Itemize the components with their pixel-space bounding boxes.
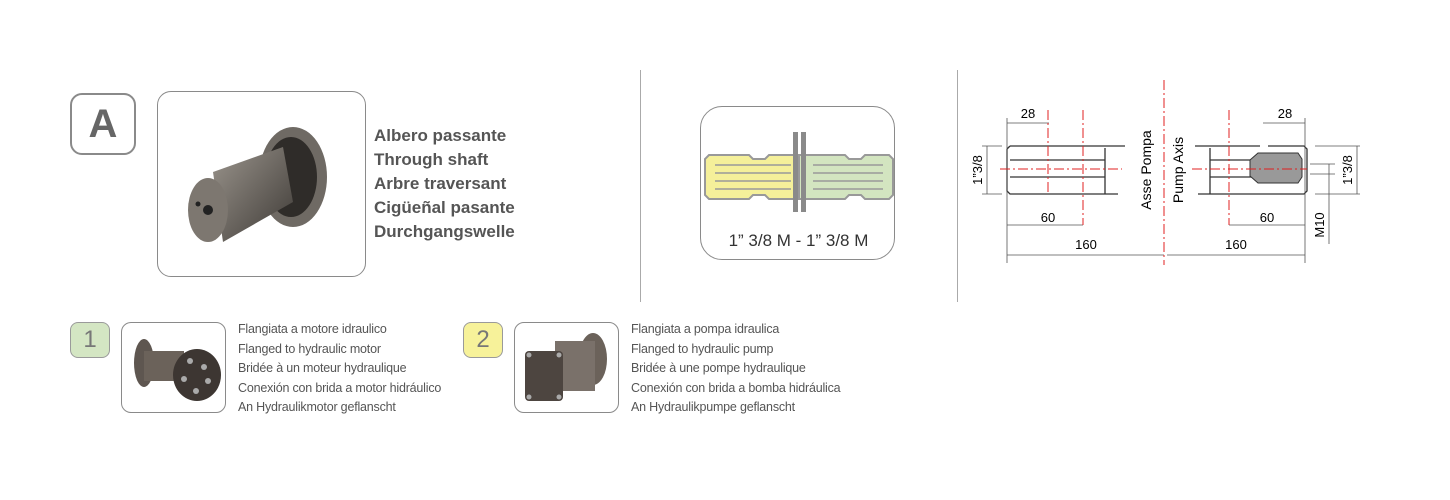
pump-photo	[514, 322, 619, 413]
title-fr: Arbre traversant	[374, 174, 507, 193]
title-es: Cigüeñal pasante	[374, 198, 515, 217]
dim-60-right: 60	[1260, 210, 1274, 225]
option-2-line: Bridée à une pompe hydraulique	[631, 361, 806, 375]
option-2-line: An Hydraulikpumpe geflanscht	[631, 400, 795, 414]
divider	[640, 70, 641, 302]
title-de: Durchgangswelle	[374, 222, 515, 241]
option-1-line: Flanged to hydraulic motor	[238, 341, 381, 356]
dim-160-right: 160	[1225, 237, 1247, 252]
shaft-connector-icon	[704, 132, 894, 212]
thread-size: M10	[1312, 212, 1327, 237]
option-1-line: An Hydraulikmotor geflanscht	[238, 400, 396, 414]
option-2-text: Flangiata a pompa idraulica Flanged to h…	[631, 320, 841, 418]
title-en: Through shaft	[374, 150, 489, 169]
diameter-right: 1”3/8	[1340, 155, 1355, 185]
diameter-left: 1”3/8	[970, 155, 985, 185]
divider	[957, 70, 958, 302]
title-it: Albero passante	[374, 126, 507, 145]
through-shaft-photo	[157, 91, 366, 277]
option-badge-2: 2	[463, 322, 503, 358]
axis-label-en: Pump Axis	[1170, 137, 1186, 203]
connector-label: 1” 3/8 M - 1” 3/8 M	[728, 231, 869, 250]
dim-28-left: 28	[1021, 106, 1035, 121]
motor-photo	[121, 322, 226, 413]
option-2-line: Conexión con brida a bomba hidráulica	[631, 380, 841, 395]
technical-drawing: 28 28 60 60 160 160 1”3/8 1”3/8 M10 Asse…	[970, 80, 1360, 265]
dim-160-left: 160	[1075, 237, 1097, 252]
section-badge-a: A	[70, 93, 136, 155]
connector-box: 1” 3/8 M - 1” 3/8 M	[700, 106, 895, 260]
option-1-line: Conexión con brida a motor hidráulico	[238, 380, 442, 395]
dim-60-left: 60	[1041, 210, 1055, 225]
hydraulic-motor-image	[134, 339, 221, 401]
option-1-line: Flangiata a motore idraulico	[238, 322, 387, 336]
option-badge-1: 1	[70, 322, 110, 358]
hydraulic-pump-image	[525, 333, 607, 401]
axis-label-it: Asse Pompa	[1138, 130, 1154, 210]
through-shaft-image	[188, 127, 327, 242]
option-1-line: Bridée à un moteur hydraulique	[238, 361, 407, 375]
option-2-line: Flangiata a pompa idraulica	[631, 322, 780, 336]
option-1-text: Flangiata a motore idraulico Flanged to …	[238, 320, 441, 418]
section-a-titles: Albero passante Through shaft Arbre trav…	[374, 124, 515, 244]
option-2-line: Flanged to hydraulic pump	[631, 341, 774, 356]
dim-28-right: 28	[1278, 106, 1292, 121]
